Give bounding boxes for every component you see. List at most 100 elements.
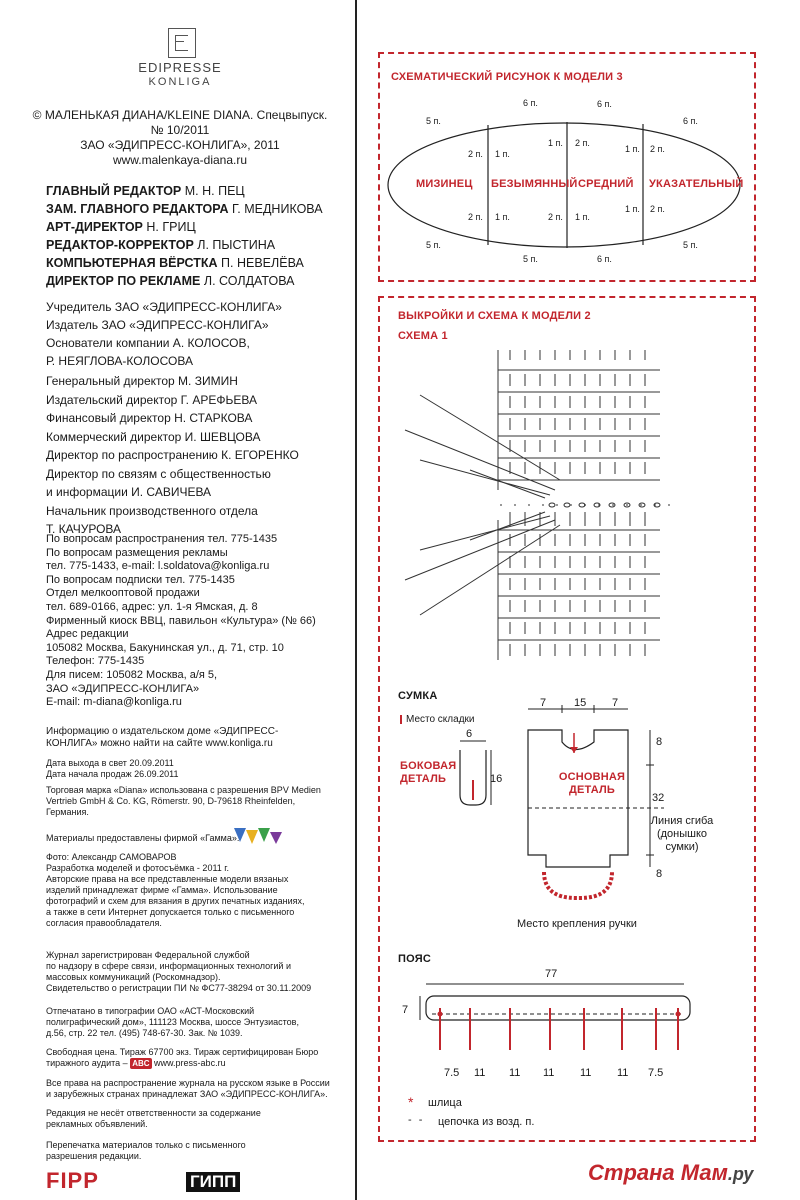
- photo-credits: Фото: Александр САМОВАРОВ Разработка мод…: [46, 852, 305, 929]
- scheme-1-title: СХЕМА 1: [398, 330, 448, 342]
- chain-stitch: [548, 502, 556, 508]
- finger-label-pinky: МИЗИНЕЦ: [416, 178, 473, 190]
- stitch-count: 6 п.: [597, 99, 612, 109]
- director-line: Генеральный директор М. ЗИМИН: [46, 374, 238, 388]
- price-line: тиражного аудита – ABC www.press-abc.ru: [46, 1058, 226, 1069]
- slit-mark-icon: [675, 1011, 681, 1017]
- stitch-count: 1 п.: [495, 212, 510, 222]
- main-part-label: ОСНОВНАЯ ДЕТАЛЬ: [552, 771, 632, 797]
- brand-top: EDIPRESSE: [138, 60, 222, 75]
- photo-line: согласия правообладателя.: [46, 918, 162, 928]
- watermark-suffix: .ру: [727, 1164, 754, 1184]
- disclaimer-line: Редакция не несёт ответственности за сод…: [46, 1108, 261, 1118]
- company-line: Основатели компании А. КОЛОСОВ,: [46, 336, 250, 350]
- stitch-count: 5 п.: [683, 240, 698, 250]
- fold-line-label-line: (донышко: [656, 828, 708, 840]
- right-dim-top: 8: [656, 736, 663, 748]
- directors-list: Генеральный директор М. ЗИМИН Издательск…: [46, 372, 299, 539]
- bag-pattern-diagram: [459, 705, 664, 900]
- dates: Дата выхода в свет 20.09.2011 Дата начал…: [46, 758, 179, 780]
- printing-line: д.56, стр. 22 тел. (495) 748-67-30. Зак.…: [46, 1028, 243, 1038]
- chart-line: [469, 469, 546, 499]
- reprint: Перепечатка материалов только с письменн…: [46, 1140, 246, 1162]
- scheme-model-3-title: СХЕМАТИЧЕСКИЙ РИСУНОК К МОДЕЛИ 3: [391, 71, 623, 83]
- side-part-label-line: ДЕТАЛЬ: [400, 773, 447, 785]
- stitch-count: 1 п.: [495, 149, 510, 159]
- copyright-line: www.malenkaya-diana.ru: [112, 153, 248, 167]
- contact-line: 105082 Москва, Бакунинская ул., д. 71, с…: [46, 641, 284, 654]
- fold-arrow-icon: [570, 747, 578, 753]
- patterns-model-2-box: [378, 296, 756, 1142]
- belt-height-dim: 7: [402, 1004, 409, 1016]
- company-list: Учредитель ЗАО «ЭДИПРЕСС-КОНЛИГА» Издате…: [46, 298, 282, 370]
- trademark-line: Германия.: [46, 807, 89, 817]
- price-line: Свободная цена. Тираж 67700 экз. Тираж с…: [46, 1047, 319, 1057]
- photo-line: Фото: Александр САМОВАРОВ: [46, 852, 177, 862]
- slit-legend-label: шлица: [428, 1097, 462, 1109]
- director-line: Директор по связям с общественностью: [46, 466, 271, 481]
- director-line: и информации И. САВИЧЕВА: [46, 485, 212, 499]
- imprint-column: EDIPRESSE KONLIGA © МАЛЕНЬКАЯ ДИАНА/KLEI…: [0, 0, 356, 1200]
- chart-line: [419, 394, 561, 481]
- fipp-logo: FIPP: [46, 1168, 99, 1193]
- stitch-count: 6 п.: [523, 98, 538, 108]
- contact-line: ЗАО «ЭДИПРЕСС-КОНЛИГА»: [46, 682, 200, 695]
- photo-line: изделий принадлежат фирме «Гамма». Испол…: [46, 885, 278, 895]
- staff-row: РЕДАКТОР-КОРРЕКТОР Л. ПЫСТИНА: [46, 238, 276, 252]
- chain-stitch: [593, 502, 601, 508]
- chart-line: [419, 524, 561, 616]
- fold-line-label-line: Линия сгиба: [650, 815, 714, 827]
- right-dim-bottom: 8: [656, 868, 663, 880]
- side-part-shape: [459, 750, 487, 806]
- belt-shape: [425, 995, 691, 1021]
- stitch-count: 1 п.: [548, 138, 563, 148]
- scheme-model-3-box: [378, 52, 756, 282]
- contact-line: По вопросам распространения тел. 775-143…: [46, 533, 278, 545]
- director-line: Начальник производственного отдела: [46, 503, 258, 518]
- finger-label-middle: СРЕДНИЙ: [578, 178, 634, 190]
- stitch-count: 2 п.: [650, 204, 665, 214]
- side-height-dim: 16: [490, 773, 503, 785]
- chart-line: [404, 519, 556, 581]
- fold-line-label-line: сумки): [665, 841, 699, 853]
- stitch-count: 2 п.: [575, 138, 590, 148]
- brand-bottom: KONLIGA: [148, 76, 212, 88]
- price: Свободная цена. Тираж 67700 экз. Тираж с…: [46, 1047, 318, 1069]
- stitch-count: 1 п.: [575, 212, 590, 222]
- slit-mark-icon: [437, 1011, 443, 1017]
- belt-segment: 11: [509, 1067, 521, 1079]
- stitch-count: 2 п.: [650, 144, 665, 154]
- director-line: Коммерческий директор И. ШЕВЦОВА: [46, 429, 261, 444]
- contact-line: Фирменный киоск ВВЦ, павильон «Культура»…: [46, 614, 316, 627]
- stitch-count: 2 п.: [468, 149, 483, 159]
- company-line: Учредитель ЗАО «ЭДИПРЕСС-КОНЛИГА»: [46, 300, 282, 314]
- fold-place-label: Место складки: [406, 714, 475, 725]
- right-dim-mid: 32: [652, 792, 665, 804]
- abc-badge: ABC: [130, 1058, 152, 1069]
- contact-line: Для писем: 105082 Москва, а/я 5,: [46, 668, 218, 681]
- photo-line: Авторские права на все представленные мо…: [46, 874, 289, 884]
- date-line: Дата выхода в свет 20.09.2011: [46, 758, 174, 768]
- disclaimer-line: рекламных объявлений.: [46, 1119, 148, 1129]
- registration: Журнал зарегистрирован Федеральной служб…: [46, 950, 311, 994]
- chain-legend-icon: - -: [408, 1114, 425, 1126]
- contact-line: тел. 689-0166, адрес: ул. 1-я Ямская, д.…: [46, 600, 258, 613]
- fold-marker-icon: [400, 715, 402, 724]
- stitch-count: 2 п.: [468, 212, 483, 222]
- stitch-count: 1 п.: [625, 204, 640, 214]
- top-dim-left: 7: [540, 697, 547, 709]
- side-width-dim: 6: [466, 728, 473, 740]
- stitch-count: 1 п.: [625, 144, 640, 154]
- gipp-logo: ГИПП: [186, 1172, 241, 1192]
- chain-legend-label: цепочка из возд. п.: [438, 1116, 535, 1128]
- side-part-label-line: БОКОВАЯ: [400, 760, 457, 772]
- finger-label-index: УКАЗАТЕЛЬНЫЙ: [649, 178, 744, 190]
- watermark: Страна Мам.ру: [588, 1160, 753, 1186]
- belt-length-dim: 77: [545, 968, 558, 980]
- contact-line: Отдел мелкооптовой продажи: [46, 587, 200, 600]
- belt-segment: 11: [474, 1067, 486, 1079]
- copyright-line: ЗАО «ЭДИПРЕСС-КОНЛИГА», 2011: [80, 138, 280, 152]
- crochet-chart-diagram: [404, 350, 680, 660]
- trademark-line: Vertrieb GmbH & Co. KG, Römerstr. 90, D-…: [46, 796, 296, 806]
- company-line: Издатель ЗАО «ЭДИПРЕСС-КОНЛИГА»: [46, 318, 269, 332]
